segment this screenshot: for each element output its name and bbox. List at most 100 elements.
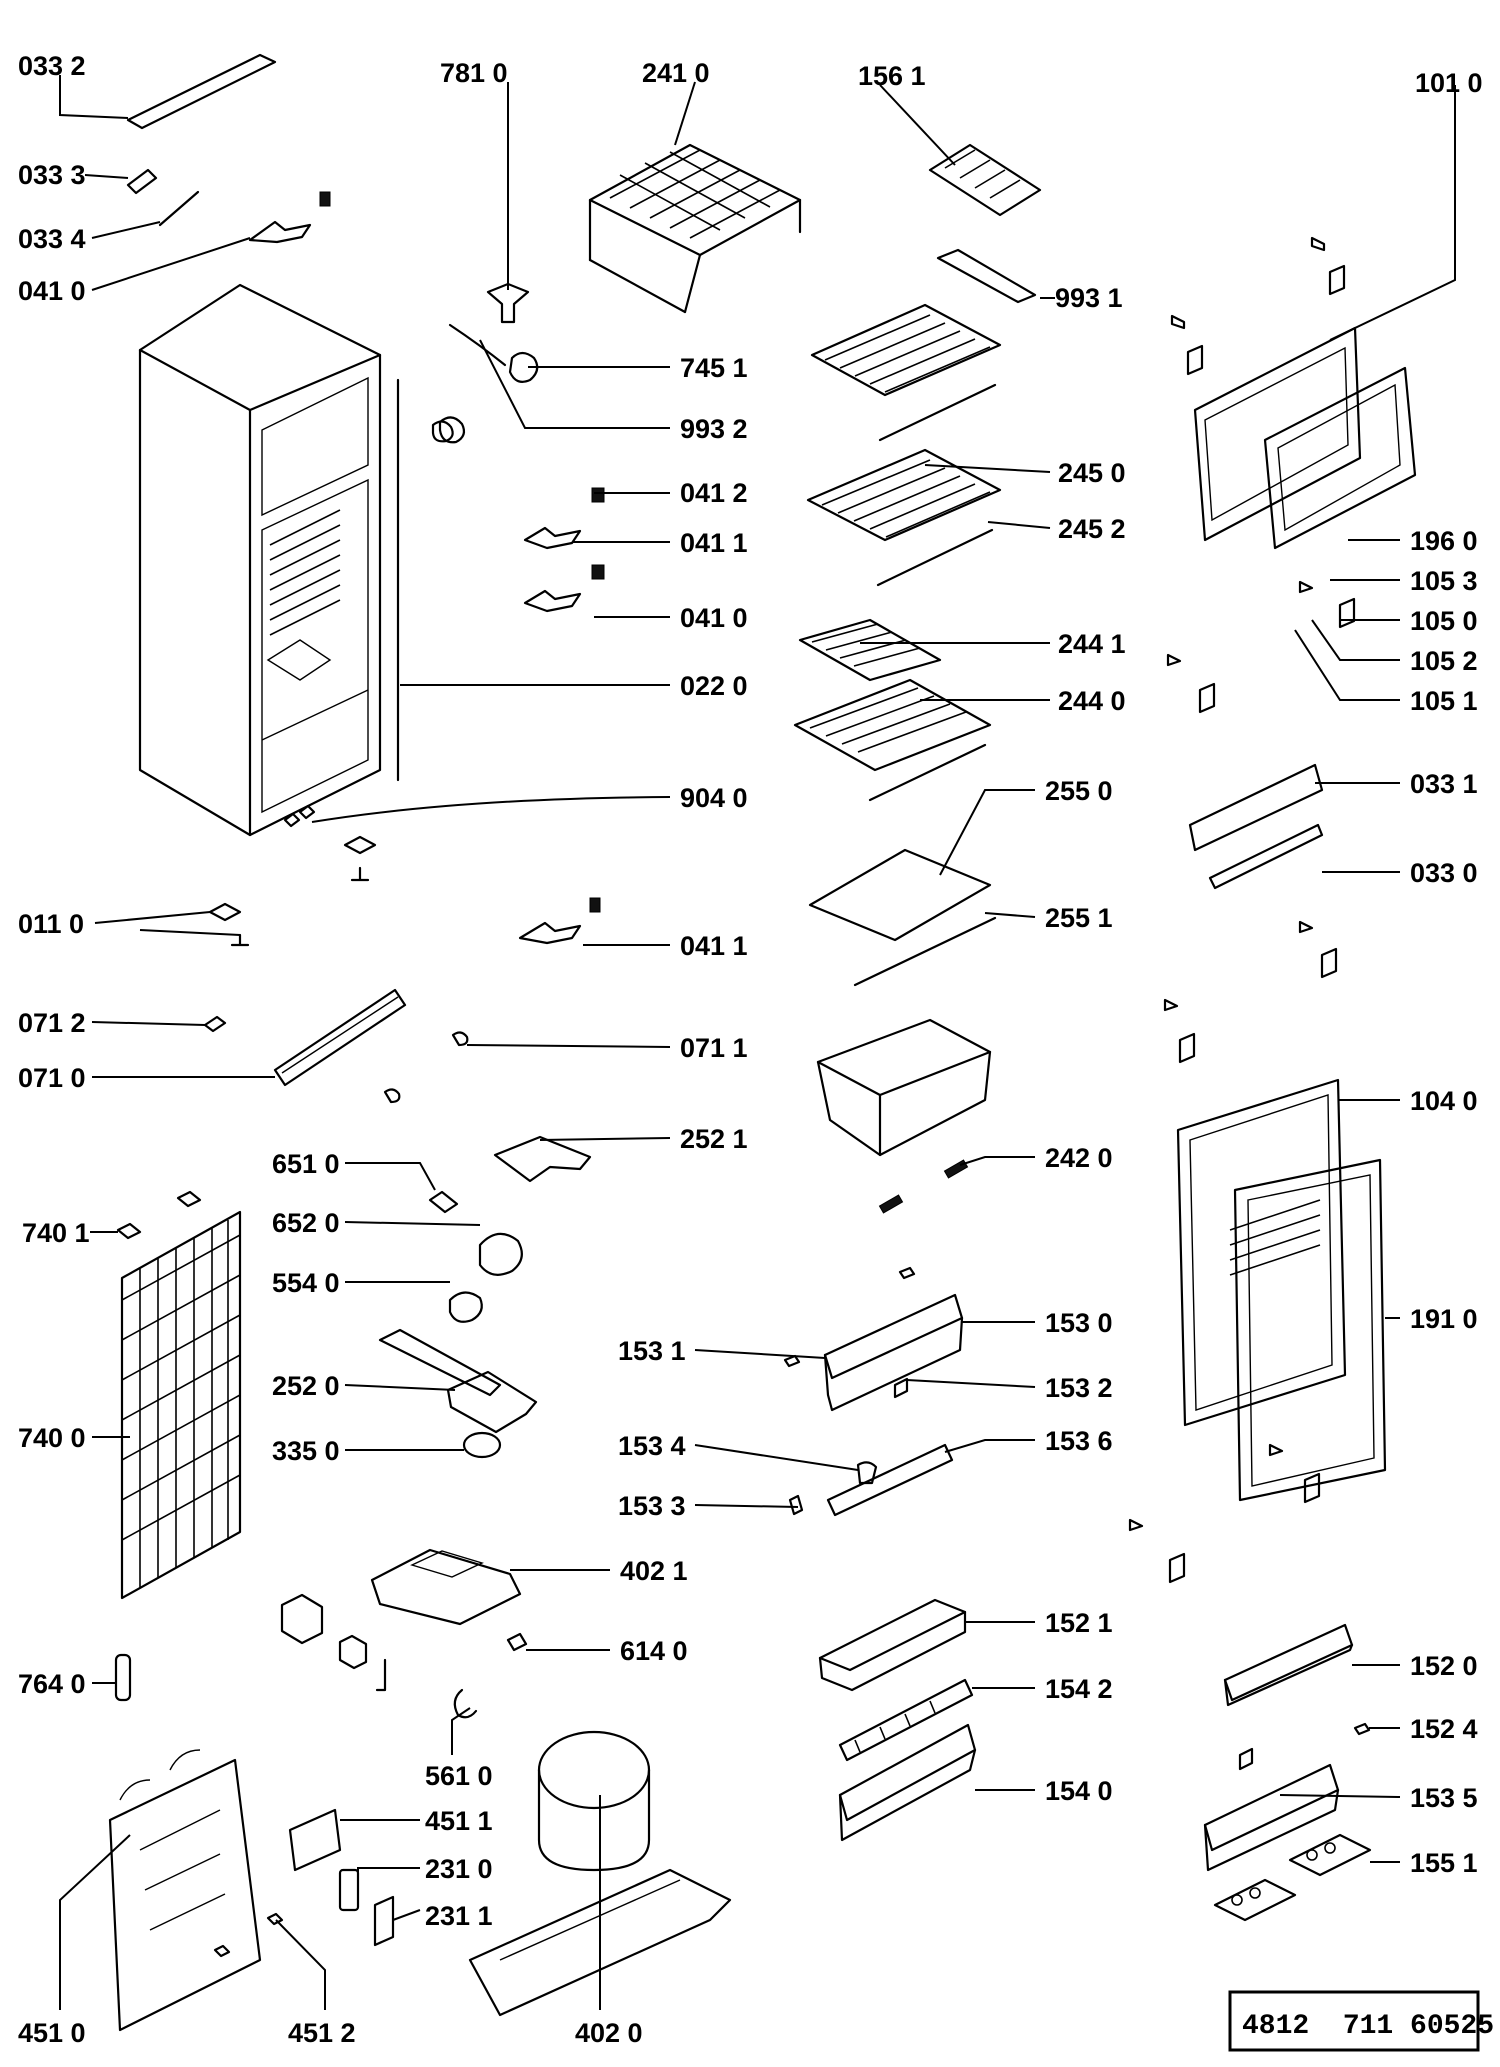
part-2521-housing — [493, 1135, 592, 1183]
label-0711: 071 1 — [680, 1033, 748, 1063]
label-0410b: 041 0 — [680, 603, 748, 633]
label-1536: 153 6 — [1045, 1426, 1113, 1456]
part-4511-plate — [288, 1808, 342, 1872]
part-1542-strip — [838, 1678, 974, 1762]
label-2441: 244 1 — [1058, 629, 1126, 659]
part-0333-clip — [126, 168, 158, 195]
part-0331-strip — [1188, 763, 1324, 852]
label-9932: 993 2 — [680, 414, 748, 444]
label-1960: 196 0 — [1410, 526, 1478, 556]
part-2440-shelf — [793, 678, 992, 802]
part-1561-ice-tray — [928, 143, 1042, 217]
label-5540: 554 0 — [272, 1268, 340, 1298]
label-1524: 152 4 — [1410, 1714, 1478, 1744]
part-0330-strip — [1208, 823, 1324, 890]
part-1960-gasket — [1263, 366, 1417, 550]
label-1053: 105 3 — [1410, 566, 1478, 596]
label-1540: 154 0 — [1045, 1776, 1113, 1806]
part-hinge-screws — [1163, 920, 1338, 1064]
label-1010: 101 0 — [1415, 68, 1483, 98]
part-2420-crisper — [816, 1018, 992, 1214]
part-1551-egg-tray — [1213, 1833, 1372, 1922]
label-2410: 241 0 — [642, 58, 710, 88]
label-2551: 255 1 — [1045, 903, 1113, 933]
label-0411b: 041 1 — [680, 931, 748, 961]
label-1531: 153 1 — [618, 1336, 686, 1366]
label-0410a: 041 0 — [18, 276, 86, 306]
label-2452: 245 2 — [1058, 514, 1126, 544]
part-0332-strip — [126, 53, 277, 130]
label-6520: 652 0 — [272, 1208, 340, 1238]
label-9931: 993 1 — [1055, 283, 1123, 313]
part-6520-switch — [478, 1232, 523, 1276]
label-0712: 071 2 — [18, 1008, 86, 1038]
part-1010-freezer-door — [1193, 326, 1362, 542]
label-0330: 033 0 — [1410, 858, 1478, 888]
label-1052: 105 2 — [1410, 646, 1478, 676]
part-5610-wire — [453, 1688, 478, 1719]
part-feet — [208, 804, 377, 947]
label-1040: 104 0 — [1410, 1086, 1478, 1116]
label-2311: 231 1 — [425, 1901, 493, 1931]
part-small-blocks — [280, 1593, 387, 1692]
part-cabinet — [138, 283, 400, 837]
part-4020-compressor — [468, 1730, 732, 2017]
label-2420: 242 0 — [1045, 1143, 1113, 1173]
part-1520-tray — [1223, 1623, 1354, 1707]
part-9931-cover — [936, 248, 1037, 304]
label-1534: 153 4 — [618, 1431, 686, 1461]
part-1536-bar — [788, 1443, 954, 1517]
part-3350-ring — [462, 1431, 502, 1459]
part-4512-screw — [213, 1912, 284, 1958]
part-1521-tray — [818, 1598, 967, 1692]
part-7400-condenser — [120, 1210, 242, 1600]
part-1040-fridge-door — [1176, 1078, 1347, 1427]
part-6140-plug — [506, 1632, 528, 1652]
part-1524-screw — [1353, 1722, 1371, 1736]
part-2311-bracket — [373, 1895, 395, 1947]
label-0110: 011 0 — [18, 909, 84, 939]
part-041x-hinges — [431, 420, 605, 613]
part-0410-hinge-top — [248, 191, 331, 244]
label-9040: 904 0 — [680, 783, 748, 813]
label-0333: 033 3 — [18, 160, 86, 190]
part-2310-relay — [338, 1868, 360, 1912]
label-0411a: 041 1 — [680, 528, 748, 558]
part-0334-strip — [158, 190, 200, 227]
label-1530: 153 0 — [1045, 1308, 1113, 1338]
part-1910-gasket — [1233, 1158, 1387, 1502]
label-6140: 614 0 — [620, 1636, 688, 1666]
part-5540-relay — [448, 1291, 483, 1323]
part-2520-assembly — [378, 1328, 538, 1434]
label-2310: 231 0 — [425, 1854, 493, 1884]
reference-code-box: 4812 711 60525 — [1228, 1990, 1494, 2052]
label-1535: 153 5 — [1410, 1783, 1478, 1813]
part-2550-glass — [808, 848, 992, 942]
label-4021: 402 1 — [620, 1556, 688, 1586]
label-7810: 781 0 — [440, 58, 508, 88]
part-6510-lamp — [428, 1190, 459, 1214]
label-0332: 033 2 — [18, 51, 86, 81]
part-0712-clip — [203, 1015, 227, 1033]
part-1540-shelf — [838, 1723, 977, 1842]
part-1535-shelf — [1203, 1747, 1340, 1872]
part-0710-duct — [273, 988, 407, 1087]
label-2450: 245 0 — [1058, 458, 1126, 488]
label-0710: 071 0 — [18, 1063, 86, 1093]
label-2440: 244 0 — [1058, 686, 1126, 716]
label-2521: 252 1 — [680, 1124, 748, 1154]
label-7400: 740 0 — [18, 1423, 86, 1453]
part-2450-shelf-lower — [806, 448, 1002, 587]
label-7640: 764 0 — [18, 1669, 86, 1699]
part-labels: 033 2 033 3 033 4 041 0 781 0 241 0 156 … — [18, 51, 1483, 2048]
label-2550: 255 0 — [1045, 776, 1113, 806]
part-7810-knob — [486, 282, 530, 324]
label-1551: 155 1 — [1410, 1848, 1478, 1878]
label-1051: 105 1 — [1410, 686, 1478, 716]
part-4510-panel — [108, 1749, 262, 2032]
part-9932-probe — [438, 323, 539, 444]
leader-lines — [59, 75, 1456, 2010]
label-5610: 561 0 — [425, 1761, 493, 1791]
label-1532: 153 2 — [1045, 1373, 1113, 1403]
